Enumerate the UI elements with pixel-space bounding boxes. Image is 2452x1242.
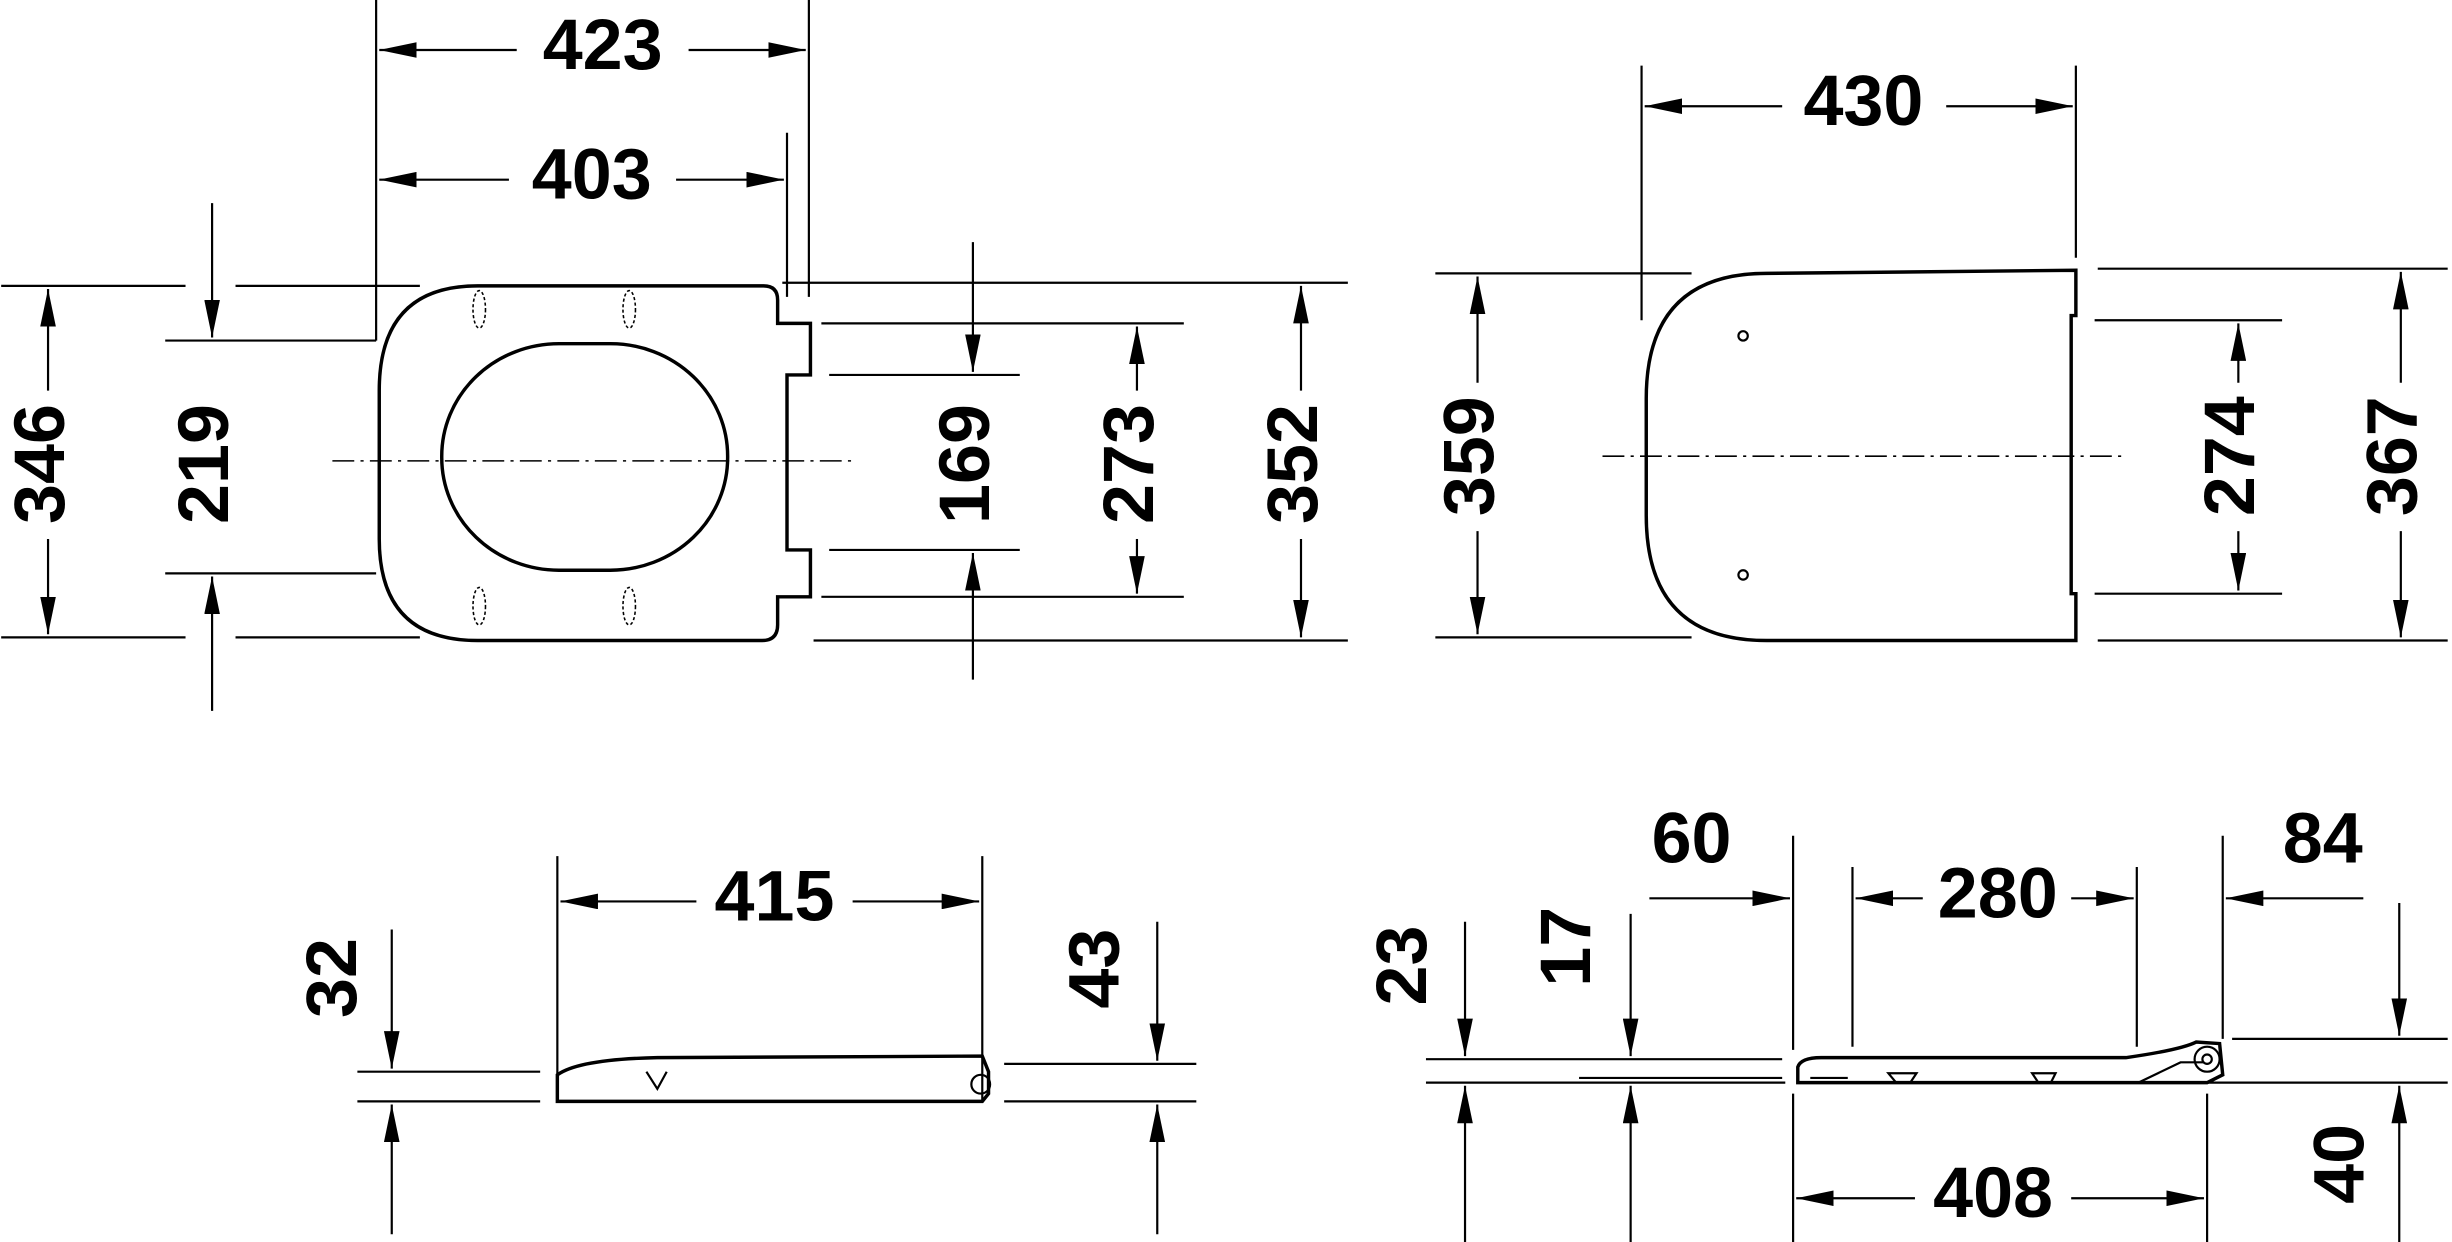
dimension-label-60: 60 bbox=[1652, 799, 1732, 879]
hole-icon bbox=[1737, 330, 1749, 342]
seat-side-outline bbox=[555, 1054, 991, 1104]
dimension-label-32: 32 bbox=[292, 938, 372, 1018]
lid-top-view: 430 359 274 367 bbox=[1429, 61, 2448, 643]
dimension-label-408: 408 bbox=[1933, 1153, 2053, 1233]
lid-outline bbox=[1644, 268, 2078, 643]
extension-lines bbox=[1, 0, 1348, 642]
dimension-label-17: 17 bbox=[1526, 907, 1606, 987]
dimension-label-346: 346 bbox=[0, 404, 80, 524]
dimension-label-169: 169 bbox=[925, 404, 1005, 524]
hinge-icon bbox=[970, 1073, 992, 1095]
dimension-label-40: 40 bbox=[2300, 1124, 2380, 1204]
hinge-hole-icon bbox=[622, 289, 637, 329]
dimension-label-367: 367 bbox=[2353, 396, 2433, 516]
hinge-hole-icon bbox=[622, 586, 637, 626]
hinge-hole-icon bbox=[472, 586, 487, 626]
dimension-label-219: 219 bbox=[164, 404, 244, 524]
lid-side-outline bbox=[1796, 1040, 2225, 1085]
hole-icon bbox=[1737, 569, 1749, 581]
dimension-label-415: 415 bbox=[715, 856, 835, 936]
seat-side-view: 415 32 43 bbox=[292, 856, 1197, 1235]
seat-outline bbox=[377, 284, 813, 643]
seat-opening bbox=[440, 341, 730, 572]
dimension-label-280: 280 bbox=[1938, 853, 2058, 933]
lid-side-view: 60 280 84 408 23 17 40 bbox=[1362, 799, 2448, 1242]
dimension-label-352: 352 bbox=[1253, 404, 1333, 524]
extension-lines bbox=[1425, 835, 2448, 1242]
dimension-label-403: 403 bbox=[532, 135, 652, 215]
extension-lines bbox=[357, 856, 1197, 1103]
hinge-hole-icon bbox=[472, 289, 487, 329]
dimension-label-274: 274 bbox=[2190, 396, 2270, 516]
dimension-label-430: 430 bbox=[1803, 61, 1923, 141]
hinge-icon bbox=[2193, 1045, 2221, 1073]
dimension-label-84: 84 bbox=[2283, 799, 2363, 879]
dimension-label-423: 423 bbox=[543, 5, 663, 85]
dimension-label-359: 359 bbox=[1429, 396, 1509, 516]
seat-top-view: 423 403 346 219 169 273 352 bbox=[0, 0, 1348, 711]
dimension-label-43: 43 bbox=[1054, 929, 1134, 1009]
dimension-label-23: 23 bbox=[1362, 926, 1442, 1006]
extension-lines bbox=[1435, 65, 2448, 642]
dimension-label-273: 273 bbox=[1089, 404, 1169, 524]
